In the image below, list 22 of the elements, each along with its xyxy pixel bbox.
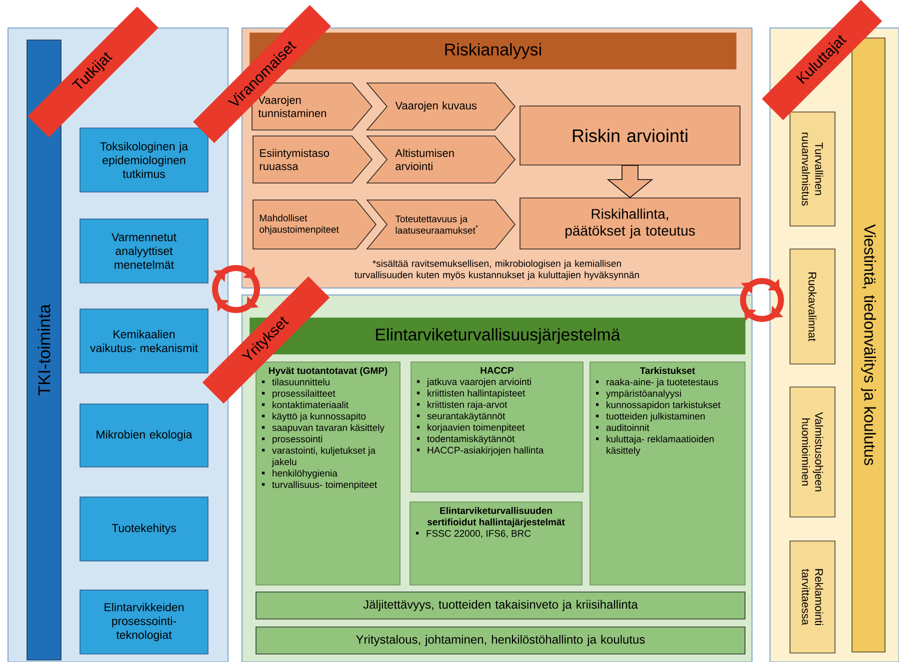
topic-box: Mikrobien ekologia <box>80 404 208 468</box>
bar-box: Jäljitettävyys, tuotteiden takaisinveto ja kriisihallinta <box>256 592 746 620</box>
process-box: Riskin arviointi <box>520 106 740 166</box>
topic-box: Reklamointi tarvittaessa <box>790 540 836 654</box>
block-arrow <box>606 165 654 198</box>
footnote: *sisältää ravitsemuksellisen, mikrobiologisen ja kemiallisen turvallisuuden kuten myös kustannukset ja kuluttajien hyväksynnän <box>354 260 639 280</box>
topic-box: Turvallinen ruuanvalmistus <box>790 112 836 226</box>
list-box: Tarkistukset raaka-aine- ja tuotetestaus ympäristöanalyysi kunnossapidon tarkistukset tuotteiden julkistaminen auditoinnit kuluttaja- reklamaatioiden käsittely <box>590 362 746 586</box>
topic-box: Ruokavalinnat <box>790 248 836 364</box>
topic-box: Tuotekehitys <box>80 496 208 562</box>
process-box: Riskihallinta, päätökset ja toteutus <box>520 198 740 250</box>
topic-box: Elintarvikkeiden prosessointi- teknologiat <box>80 590 208 654</box>
vertical-bar: Viestintä, tiedonvälitys ja koulutus <box>852 38 886 652</box>
topic-box: Toksikologinen ja epidemiologinen tutkimus <box>80 128 208 192</box>
topic-box: Valmistusohjeen huomioiminen <box>790 386 836 518</box>
vertical-bar: TKI-toiminta <box>26 40 62 660</box>
list-box: Hyvät tuotantotavat (GMP) tilasuunnittelu prosessilaitteet kontaktimateriaalit käyttö ja kunnossapito saapuvan tavaran käsittely prosessointi varastointi, kuljetukset ja jakelu henkilöhygienia turvallisuus- toimenpiteet <box>256 362 400 586</box>
bar-box: Yritystalous, johtaminen, henkilöstöhallinto ja koulutus <box>256 626 746 654</box>
list-box: Elintarviketurvallisuuden sertifioidut hallintajärjestelmät FSSC 22000, IFS6, BRC <box>410 502 582 586</box>
topic-box: Kemikaalien vaikutus- mekanismit <box>80 308 208 374</box>
list-box: HACCP jatkuva vaarojen arviointi kriittisten hallintapisteet kriittisten raja-arvot seurantakäytännöt korjaavien toimenpiteet todentamiskäytännöt HACCP-asiakirjojen hallinta <box>410 362 584 492</box>
topic-box: Varmennetut analyyttiset menetelmät <box>80 218 208 284</box>
